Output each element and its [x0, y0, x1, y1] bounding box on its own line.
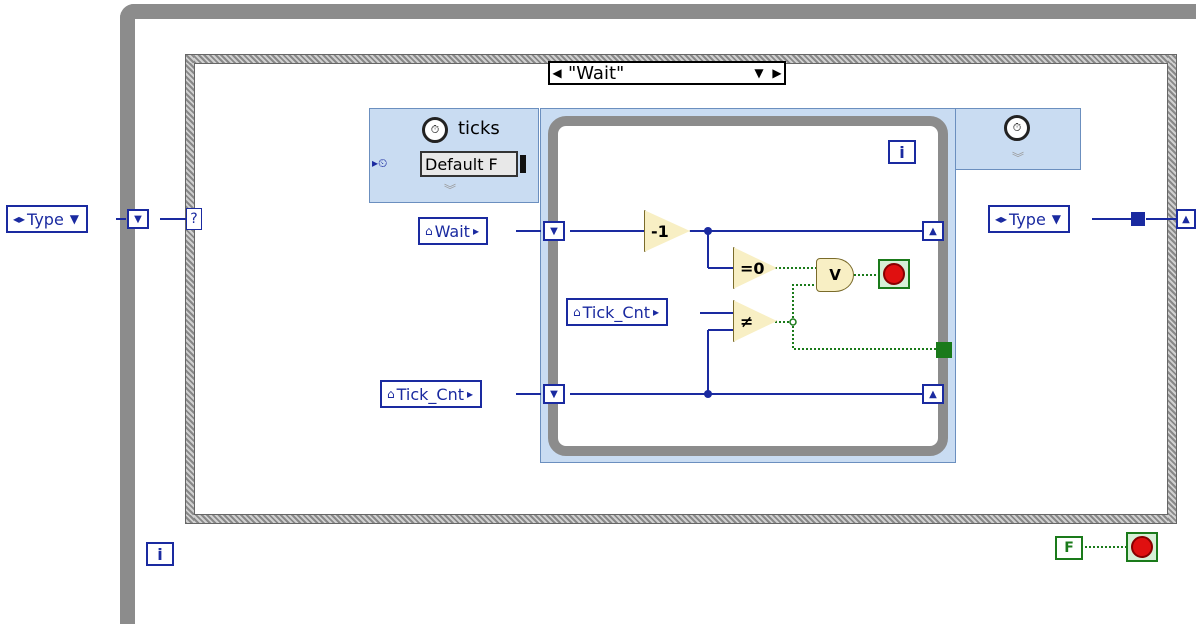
dropdown-icon[interactable]: ▼: [1051, 212, 1062, 226]
shift-register-right[interactable]: ▲: [1176, 209, 1196, 229]
outer-iteration-terminal: i: [146, 542, 174, 566]
type-output-label: Type: [1009, 209, 1046, 229]
timed-loop-input-node[interactable]: ⏱ ticks ▸⏲ Default F ︾: [369, 108, 539, 203]
tick-cnt-enum-constant[interactable]: ⌂ Tick_Cnt ▸: [566, 298, 669, 326]
dropdown-icon[interactable]: ▼: [69, 212, 80, 226]
wait-constant-label: Wait: [434, 221, 470, 241]
tick-cnt-const-label: Tick_Cnt: [582, 302, 650, 322]
home-icon: ⌂: [387, 387, 395, 401]
stop-icon: [883, 263, 905, 285]
wait-enum-constant[interactable]: ⌂ Wait ▸: [418, 217, 488, 245]
type-enum-output[interactable]: ◂▸ Type ▼: [988, 205, 1071, 233]
case-selector-label: "Wait": [568, 62, 625, 84]
arrow-right-icon: ▸: [472, 224, 479, 238]
arrow-right-icon: ▸: [467, 387, 474, 401]
outer-stop-terminal[interactable]: [1126, 532, 1158, 562]
timing-source-config[interactable]: Default F: [420, 151, 518, 177]
false-constant[interactable]: F: [1055, 536, 1083, 560]
tick-cnt-input-label: Tick_Cnt: [396, 384, 464, 404]
case-selector[interactable]: ◀ "Wait" ▼ ▶: [548, 61, 786, 85]
shift-register-tick-right[interactable]: ▲: [922, 384, 944, 404]
home-icon: ⌂: [425, 224, 433, 238]
shift-register-wait-left[interactable]: ▼: [543, 221, 565, 241]
next-case-arrow-icon[interactable]: ▶: [772, 66, 782, 80]
timing-source-icon: ▸⏲: [372, 156, 388, 170]
or-gate-node[interactable]: V: [816, 258, 854, 292]
stop-icon: [1131, 536, 1153, 558]
inner-iteration-terminal: i: [888, 140, 916, 164]
tick-cnt-enum-input[interactable]: ⌂ Tick_Cnt ▸: [380, 380, 483, 408]
enum-icon: ◂▸: [13, 212, 26, 226]
outer-while-loop: [120, 4, 1196, 624]
home-icon: ⌂: [573, 305, 581, 319]
expand-chevron-icon[interactable]: ︾: [1012, 151, 1025, 165]
case-selector-terminal: ?: [186, 208, 202, 230]
shift-register-tick-left[interactable]: ▼: [543, 384, 565, 404]
timing-source-value: Default F: [425, 154, 498, 174]
timed-loop-output-node[interactable]: ⏱ ︾: [955, 108, 1081, 170]
prev-case-arrow-icon[interactable]: ◀: [552, 66, 562, 80]
enum-icon: ◂▸: [995, 212, 1008, 226]
arrow-right-icon: ▸: [653, 305, 660, 319]
shift-register-left[interactable]: ▼: [127, 209, 149, 229]
expand-chevron-icon[interactable]: ︾: [444, 183, 457, 197]
inner-stop-terminal[interactable]: [878, 259, 910, 289]
clock-icon: ⏱: [1004, 115, 1030, 141]
clock-icon: ⏱: [422, 117, 448, 143]
config-terminal: [520, 155, 526, 173]
type-input-label: Type: [27, 209, 64, 229]
type-enum-input[interactable]: ◂▸ Type ▼: [6, 205, 89, 233]
shift-register-wait-right[interactable]: ▲: [922, 221, 944, 241]
ticks-label: ticks: [458, 118, 500, 139]
case-dropdown-icon[interactable]: ▼: [754, 66, 764, 80]
